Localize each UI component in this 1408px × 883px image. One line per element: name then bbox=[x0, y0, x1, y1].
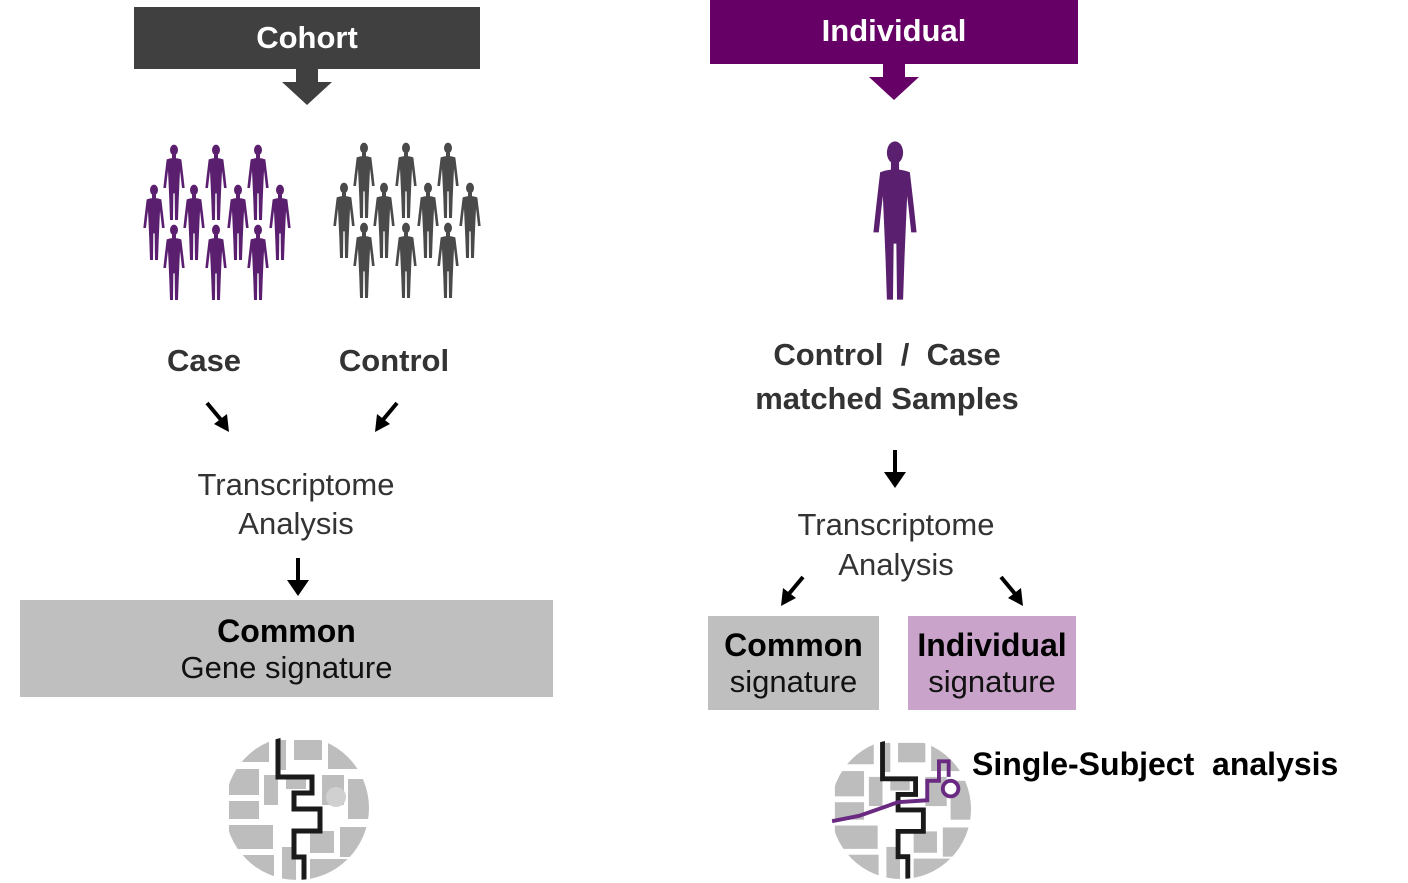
common-route-map-icon bbox=[225, 736, 369, 880]
common-signature-arrow-icon bbox=[781, 575, 805, 606]
cohort-header-arrow-icon bbox=[282, 69, 332, 105]
individual-header-arrow-icon bbox=[869, 64, 919, 100]
individual-analysis-line1: Transcriptome bbox=[797, 507, 995, 542]
case-arrow-icon bbox=[205, 401, 229, 432]
matched-samples-line2: matched Samples bbox=[755, 381, 1019, 416]
individual-down-arrow-icon bbox=[884, 450, 906, 488]
case-label: Case bbox=[166, 343, 242, 378]
common-gene-signature-box: Common Gene signature bbox=[20, 600, 553, 697]
cohort-analysis-line2: Analysis bbox=[238, 506, 354, 541]
cohort-header: Cohort bbox=[134, 7, 480, 69]
common-gene-signature-subtitle: Gene signature bbox=[180, 649, 393, 685]
individual-analysis-line2: Analysis bbox=[838, 547, 954, 582]
common-signature-title: Common bbox=[724, 627, 863, 663]
individual-signature-title: Individual bbox=[917, 627, 1067, 663]
common-signature-subtitle: signature bbox=[729, 664, 858, 699]
individual-person-icon bbox=[873, 141, 917, 300]
individual-header: Individual bbox=[710, 0, 1078, 64]
case-group-figures-icon bbox=[143, 144, 291, 300]
cohort-header-label: Cohort bbox=[256, 20, 358, 55]
control-label: Control bbox=[338, 343, 450, 378]
cohort-analysis-line1: Transcriptome bbox=[197, 467, 395, 502]
individual-header-label: Individual bbox=[821, 13, 967, 48]
individual-signature-box: Individual signature bbox=[908, 616, 1076, 710]
matched-samples-line1: Control / Case bbox=[773, 337, 1001, 372]
control-group-figures-icon bbox=[333, 142, 481, 298]
individual-signature-arrow-icon bbox=[999, 575, 1023, 606]
common-gene-signature-title: Common bbox=[217, 612, 356, 649]
individual-signature-subtitle: signature bbox=[928, 664, 1056, 699]
single-subject-analysis-caption: Single-Subject analysis bbox=[972, 746, 1339, 782]
common-signature-box: Common signature bbox=[708, 616, 879, 710]
single-subject-route-map-icon bbox=[830, 738, 972, 880]
cohort-down-arrow-icon bbox=[287, 558, 309, 596]
control-arrow-icon bbox=[375, 401, 399, 432]
